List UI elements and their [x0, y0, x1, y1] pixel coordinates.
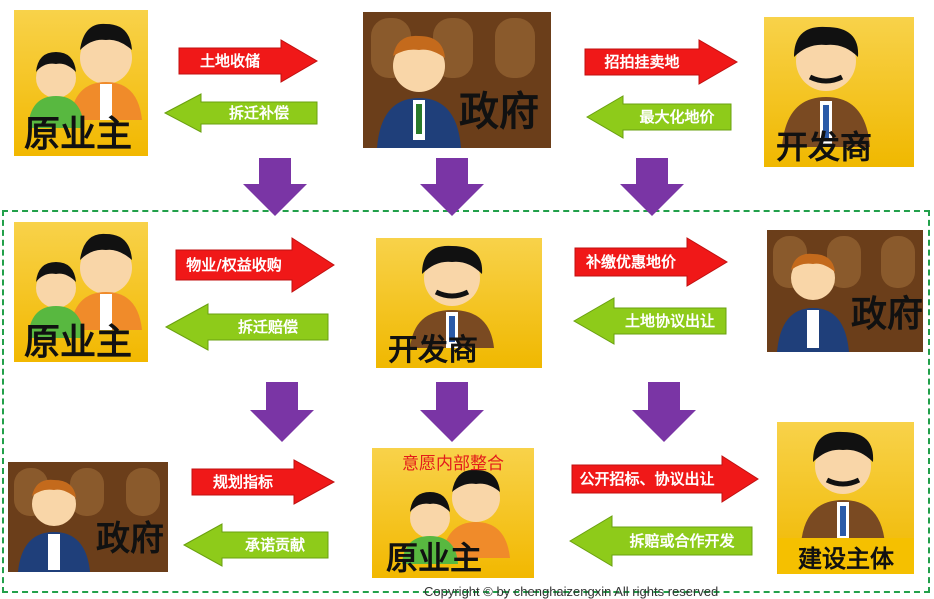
- arrow-right-planning-indicators: 规划指标: [190, 458, 336, 506]
- arrow-label: 拆迁补偿: [228, 103, 289, 122]
- arrow-left-demolition-compensation: 拆迁补偿: [163, 92, 319, 134]
- arrow-right-property-acquisition: 物业/权益收购: [174, 236, 336, 294]
- card-label: 原业主: [24, 321, 133, 362]
- card-original-owner-row2: 原业主: [14, 222, 148, 362]
- developer-illustration: [801, 431, 885, 544]
- arrow-label: 最大化地价: [639, 107, 715, 126]
- card-developer-row2: 开发商: [376, 238, 542, 368]
- card-government-row2: 政府: [767, 230, 923, 352]
- card-label: 开发商: [776, 128, 873, 166]
- arrow-label: 公开招标、协议出让: [579, 469, 715, 488]
- arrow-right-pay-land-premium: 补缴优惠地价: [573, 236, 729, 288]
- card-developer-row1: 开发商: [764, 17, 914, 167]
- card-government-row1: 政府: [363, 12, 551, 148]
- card-label: 开发商: [388, 333, 478, 368]
- card-government-row3: 政府: [8, 462, 168, 572]
- card-original-owner-row3: 原业主: [372, 448, 534, 578]
- owners-illustration: [28, 23, 142, 128]
- down-arrow-left-1: [243, 158, 307, 216]
- card-label: 政府: [96, 519, 164, 559]
- arrow-label: 土地协议出让: [624, 311, 715, 330]
- reform-region-border: [2, 210, 930, 593]
- arrow-right-land-reserve: 土地收储: [177, 38, 319, 84]
- arrow-label: 拆赔或合作开发: [629, 531, 735, 550]
- arrow-label: 承诺贡献: [244, 535, 305, 554]
- arrow-label: 招拍挂卖地: [604, 52, 680, 71]
- card-label: 原业主: [24, 113, 133, 155]
- copyright-text: Copyright © by chenghaizengxin All right…: [424, 584, 719, 599]
- down-arrow-right-1: [620, 158, 684, 216]
- arrow-label: 规划指标: [212, 472, 273, 491]
- arrow-label: 土地收储: [199, 51, 260, 70]
- owners-illustration: [28, 233, 142, 338]
- card-label: 政府: [459, 88, 539, 135]
- arrow-left-demolition-compensation: 拆迁赔偿: [164, 302, 330, 352]
- arrow-label: 补缴优惠地价: [585, 252, 676, 271]
- developer-illustration: [782, 26, 870, 147]
- down-arrow-center-2: [420, 382, 484, 442]
- construction-entity-badge: 建设主体: [778, 538, 914, 574]
- government-illustration: [773, 236, 915, 352]
- arrow-right-auction-land: 招拍挂卖地: [583, 38, 739, 86]
- arrow-left-land-agreement-transfer: 土地协议出让: [572, 296, 728, 346]
- arrow-left-promised-contribution: 承诺贡献: [182, 522, 330, 568]
- government-illustration: [363, 12, 551, 148]
- owners-illustration: [402, 469, 510, 564]
- arrow-label: 物业/权益收购: [186, 255, 282, 274]
- internal-integration-label: 意愿内部整合: [402, 454, 504, 474]
- arrow-right-public-tender: 公开招标、协议出让: [570, 454, 760, 504]
- developer-illustration: [410, 245, 494, 348]
- down-arrow-right-2: [632, 382, 696, 442]
- down-arrow-left-2: [250, 382, 314, 442]
- card-original-owner-row1: 原业主: [14, 10, 148, 156]
- down-arrow-center-1: [420, 158, 484, 216]
- arrow-left-cooperative-development: 拆赔或合作开发: [568, 514, 754, 568]
- arrow-left-maximize-land-price: 最大化地价: [585, 94, 733, 140]
- card-label: 原业主: [386, 539, 483, 577]
- card-label: 政府: [851, 293, 923, 335]
- arrow-label: 拆迁赔偿: [237, 317, 298, 336]
- government-illustration: [14, 468, 160, 572]
